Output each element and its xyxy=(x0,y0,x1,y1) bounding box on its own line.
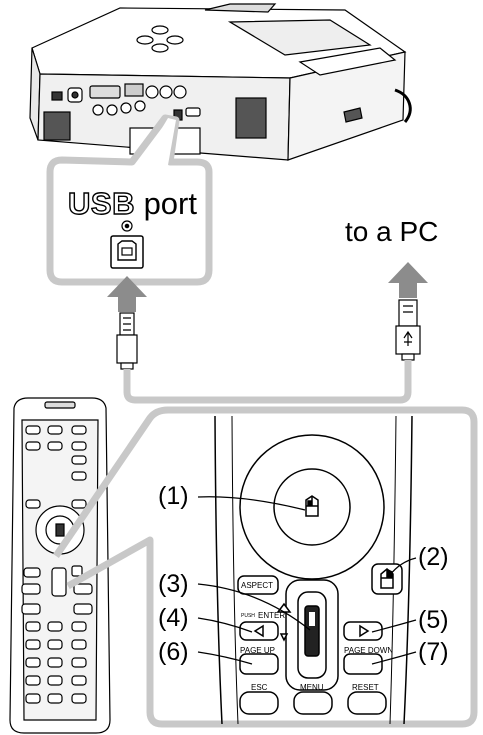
usb-port-label-bold: USB xyxy=(67,186,135,221)
callout-1: (1) xyxy=(158,482,189,510)
aspect-button-label: ASPECT xyxy=(241,581,274,590)
enter-button-label: ENTER xyxy=(258,611,286,620)
to-pc-label: to a PC xyxy=(345,216,439,247)
page-up-button-label: PAGE UP xyxy=(240,646,275,655)
page-down-button-label: PAGE DOWN xyxy=(344,646,394,655)
projector xyxy=(29,3,412,161)
callout-7: (7) xyxy=(418,638,449,666)
usb-port-callout xyxy=(46,114,213,286)
push-label: PUSH xyxy=(241,613,255,619)
leader-lines xyxy=(197,496,417,665)
callout-3: (3) xyxy=(158,570,189,598)
usb-port-label: USB port xyxy=(67,186,197,221)
callout-5: (5) xyxy=(418,606,449,634)
esc-button-label: ESC xyxy=(251,683,268,692)
usb-a-cable-plug xyxy=(395,299,421,361)
callout-4: (4) xyxy=(158,604,189,632)
up-arrow-left xyxy=(107,276,147,312)
usb-cable xyxy=(123,360,412,404)
reset-button-label: RESET xyxy=(352,683,379,692)
remote-control-enlarged xyxy=(214,415,413,725)
up-arrow-right xyxy=(388,262,428,298)
callout-2: (2) xyxy=(418,543,449,571)
usb-b-port-icon xyxy=(110,220,144,269)
usb-b-cable-plug xyxy=(116,312,138,370)
callout-6: (6) xyxy=(158,638,189,666)
menu-button-label: MENU xyxy=(300,683,324,692)
remote-control-small xyxy=(9,397,111,734)
usb-port-label-rest: port xyxy=(134,186,197,221)
zoom-callout xyxy=(53,406,478,728)
